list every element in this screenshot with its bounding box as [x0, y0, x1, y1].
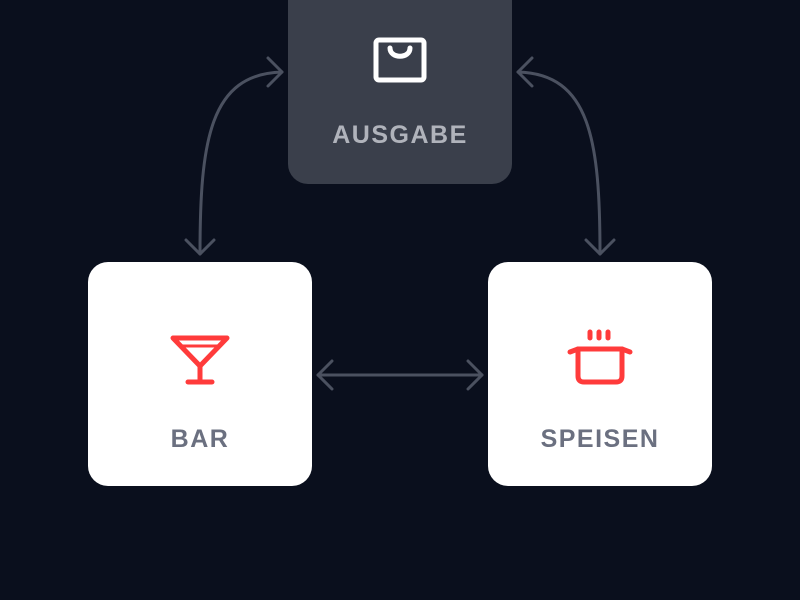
- node-speisen: SPEISEN: [488, 262, 712, 486]
- node-label: AUSGABE: [332, 121, 468, 149]
- arrow-bar-speisen: [316, 359, 484, 391]
- arrow-ausgabe-speisen: [516, 56, 616, 256]
- shopping-bag-icon: [373, 37, 427, 83]
- node-label: BAR: [170, 425, 230, 453]
- arrow-ausgabe-bar: [184, 56, 284, 256]
- cocktail-glass-icon: [170, 335, 230, 385]
- node-label: SPEISEN: [540, 425, 660, 453]
- node-ausgabe: AUSGABE: [288, 0, 512, 184]
- node-bar: BAR: [88, 262, 312, 486]
- cooking-pot-icon: [567, 329, 633, 385]
